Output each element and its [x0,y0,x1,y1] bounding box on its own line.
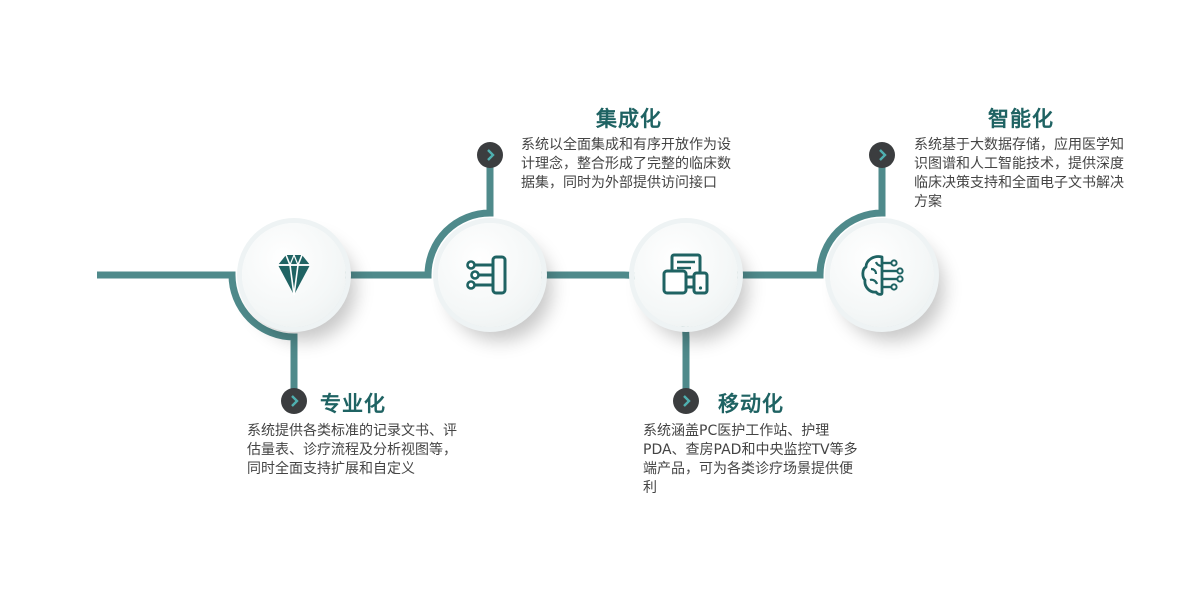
step-node-intelligent [830,223,934,327]
brain-circuit-icon [861,255,904,296]
step-title: 集成化 [596,107,662,131]
step-description: 系统涵盖PC医护工作站、护理PDA、查房PAD和中央监控TV等多端产品，可为各类… [643,423,858,496]
chevron-right-icon [477,142,503,168]
step-node-professional [242,223,346,327]
diamond-icon [278,254,310,296]
chevron-right-icon [869,142,895,168]
step-description: 系统提供各类标准的记录文书、评估量表、诊疗流程及分析视图等，同时全面支持扩展和自… [247,423,457,477]
multi-device-icon [662,253,709,295]
chevron-right-icon [673,388,699,414]
step-title: 专业化 [320,392,386,416]
step-description: 系统基于大数据存储，应用医学知识图谱和人工智能技术，提供深度临床决策支持和全面电… [914,137,1124,210]
step-node-integration [438,223,542,327]
integration-icon [466,255,507,295]
chevron-right-icon [281,388,307,414]
step-node-mobile [634,223,738,327]
step-title: 移动化 [718,392,784,416]
step-description: 系统以全面集成和有序开放作为设计理念，整合形成了完整的临床数据集，同时为外部提供… [521,137,731,191]
step-title: 智能化 [988,107,1054,131]
